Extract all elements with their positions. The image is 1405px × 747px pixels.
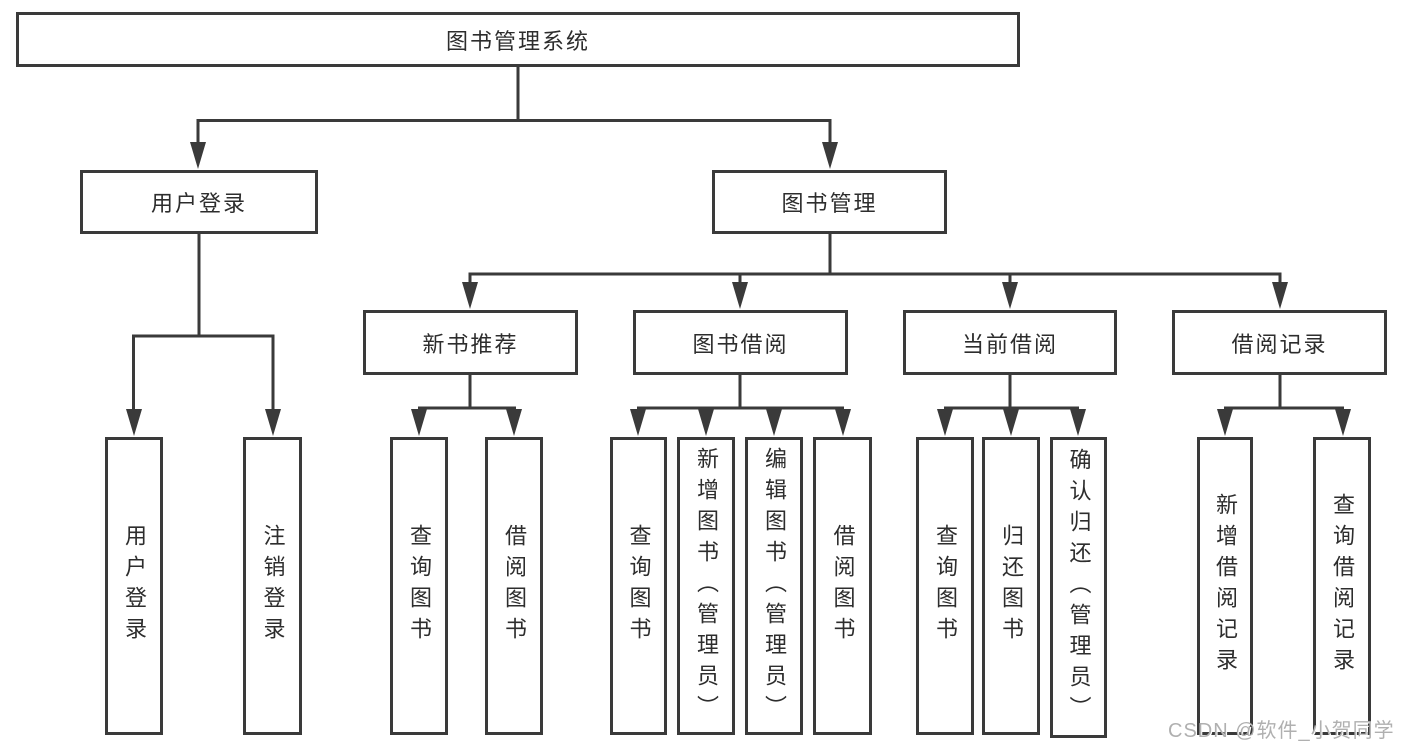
- leaf-borrow-books-newbook: 借阅图书: [485, 437, 543, 735]
- leaf-label: 用户登录: [122, 524, 147, 648]
- node-label: 图书管理: [781, 191, 878, 216]
- connector-segments: [132, 66, 1344, 413]
- node-library-management-system: 图书管理系统: [16, 12, 1020, 67]
- leaf-confirm-return-admin: 确认归还（管理员）: [1050, 437, 1107, 738]
- leaf-query-books-current: 查询图书: [916, 437, 974, 735]
- node-label: 新书推荐: [422, 331, 519, 357]
- leaf-label: 归还图书: [999, 524, 1024, 648]
- leaf-borrow-books-borrow: 借阅图书: [813, 437, 872, 735]
- leaf-query-borrow-record: 查询借阅记录: [1313, 437, 1371, 735]
- leaf-add-borrow-record: 新增借阅记录: [1197, 437, 1253, 735]
- leaf-query-books-newbook: 查询图书: [390, 437, 448, 735]
- leaf-label: 借阅图书: [502, 524, 527, 648]
- leaf-query-books-borrow: 查询图书: [610, 437, 667, 735]
- node-book-management: 图书管理: [712, 170, 947, 234]
- leaf-label: 查询借阅记录: [1330, 493, 1355, 679]
- node-label: 借阅记录: [1231, 331, 1328, 357]
- node-label: 图书管理系统: [445, 28, 590, 54]
- leaf-return-books: 归还图书: [982, 437, 1040, 735]
- leaf-add-book-admin: 新增图书（管理员）: [677, 437, 735, 735]
- leaf-label: 注销登录: [260, 524, 286, 648]
- node-borrowing-records: 借阅记录: [1172, 310, 1387, 375]
- csdn-watermark: CSDN @软件_小贺同学: [1168, 720, 1395, 742]
- leaf-logout: 注销登录: [243, 437, 302, 735]
- leaf-label: 查询图书: [407, 524, 432, 648]
- leaf-label: 确认归还（管理员）: [1066, 448, 1092, 727]
- leaf-user-login: 用户登录: [105, 437, 163, 735]
- leaf-label: 查询图书: [626, 524, 652, 648]
- leaf-label: 新增借阅记录: [1213, 493, 1238, 679]
- node-new-book-recommend: 新书推荐: [363, 310, 578, 375]
- node-label: 用户登录: [150, 191, 247, 216]
- node-user-login: 用户登录: [80, 170, 318, 234]
- node-current-borrowing: 当前借阅: [903, 310, 1117, 375]
- leaf-label: 查询图书: [933, 524, 958, 648]
- leaf-edit-book-admin: 编辑图书（管理员）: [745, 437, 803, 735]
- node-label: 图书借阅: [692, 331, 789, 357]
- leaf-label: 编辑图书（管理员）: [762, 446, 787, 726]
- node-book-borrowing: 图书借阅: [633, 310, 848, 375]
- leaf-label: 借阅图书: [830, 524, 856, 648]
- node-label: 当前借阅: [961, 331, 1058, 357]
- arrow-down-icon: [126, 142, 1351, 436]
- leaf-label: 新增图书（管理员）: [694, 446, 719, 726]
